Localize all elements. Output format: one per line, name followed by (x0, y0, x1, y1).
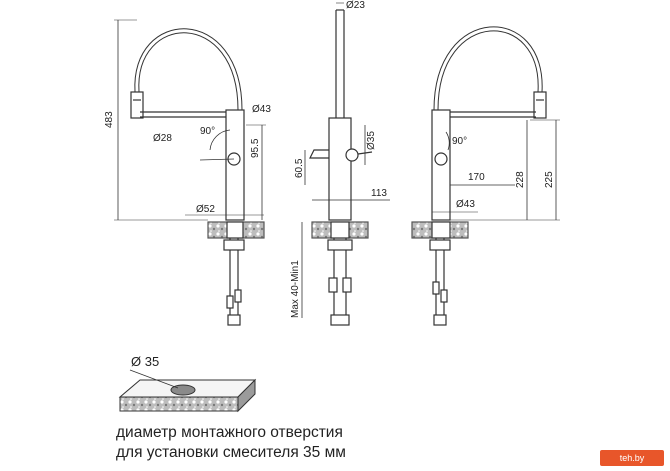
middle-view-labels: Ø23 60.5 Ø35 113 Max 40-Min1 (290, 0, 387, 318)
dim-total-height: 483 (104, 111, 115, 128)
dim-right-height-b: 225 (544, 171, 555, 188)
middle-view (301, 2, 390, 326)
dim-right-height-a: 228 (515, 171, 526, 188)
right-view (411, 26, 560, 326)
dim-base: Ø52 (196, 204, 215, 215)
dim-right-angle: 90° (452, 136, 467, 147)
left-view (114, 19, 266, 326)
dim-body-height: 95.5 (250, 138, 261, 158)
left-view-labels: 483 Ø43 Ø28 90° 95.5 Ø52 (104, 104, 271, 215)
dim-spray: Ø23 (346, 0, 365, 11)
dim-right-base: Ø43 (456, 199, 475, 210)
dim-reach: 113 (371, 188, 387, 199)
dim-right-reach: 170 (468, 172, 485, 183)
dim-mount: Max 40-Min1 (290, 260, 301, 318)
caption-line-1: диаметр монтажного отверстия (116, 424, 343, 441)
right-view-labels: 90° 170 228 225 Ø43 (452, 136, 555, 210)
dim-handle: Ø28 (153, 133, 172, 144)
mounting-hole-illustration (118, 369, 257, 413)
dim-lever-height: 60.5 (294, 158, 305, 178)
dim-body-top: Ø43 (252, 104, 271, 115)
watermark-badge: teh.by (600, 450, 664, 466)
caption-line-2: для установки смесителя 35 мм (116, 444, 346, 461)
dim-side: Ø35 (366, 131, 377, 150)
dim-lever-angle: 90° (200, 126, 215, 137)
hole-diameter-label: Ø 35 (131, 354, 159, 369)
